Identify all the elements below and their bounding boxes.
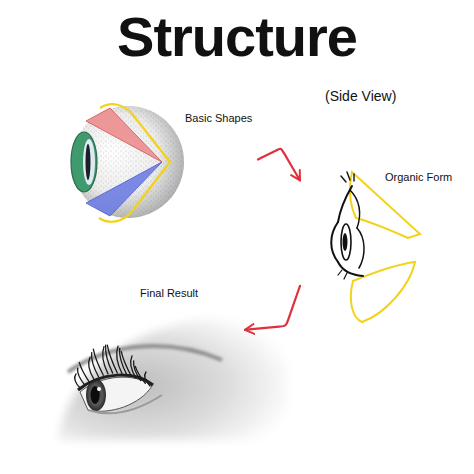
stage-label: Organic Form [385,171,452,185]
final-eye-rendering [58,319,288,440]
stage-label: Basic Shapes [185,112,252,126]
eyelash [79,362,89,382]
eyeball-sphere [72,106,184,218]
lower-lashes [338,270,347,279]
flow-arrow [245,286,300,330]
lower-lid-outline [351,262,415,322]
stage-group: Basic Shapes [62,108,258,220]
cornea-shape [71,132,97,192]
flow-arrow [258,149,300,181]
eyelash [89,357,94,379]
eyelash [135,366,145,383]
lid-fold-line [350,190,360,228]
stage-group: Final Result [50,285,245,445]
stage-group: Organic Form [300,168,470,323]
pupil-shape [86,144,91,180]
subtitle-label: (Side View) [325,88,396,104]
eyelash [107,345,117,373]
lid-crease [68,346,222,372]
iris-shape [341,224,351,260]
stage-label: Final Result [140,287,198,301]
page-title: Structure [0,6,474,68]
upper-lashes [341,172,354,182]
eyeball-sketch [71,104,184,221]
skin-shading [58,319,288,440]
eyelash [121,352,131,376]
organic-eye-sketch [331,172,420,322]
eyelash [145,372,150,386]
lower-lid-wedge [86,162,162,216]
eye-highlight [97,387,101,391]
pupil-shape [343,233,348,251]
eyeball-line [357,228,364,268]
lower-lid-line [338,262,363,276]
stipple-shading [72,106,184,218]
upper-lid-line [338,186,352,222]
lid-outline [99,104,170,221]
eyelash [120,348,127,374]
eyelashes [75,345,150,388]
eyelash [78,368,85,385]
upper-lid-wedge [86,108,162,162]
lower-lid-line [88,395,162,413]
eyelash [93,349,103,375]
lens-shape [83,139,95,185]
cornea-line [331,222,338,262]
